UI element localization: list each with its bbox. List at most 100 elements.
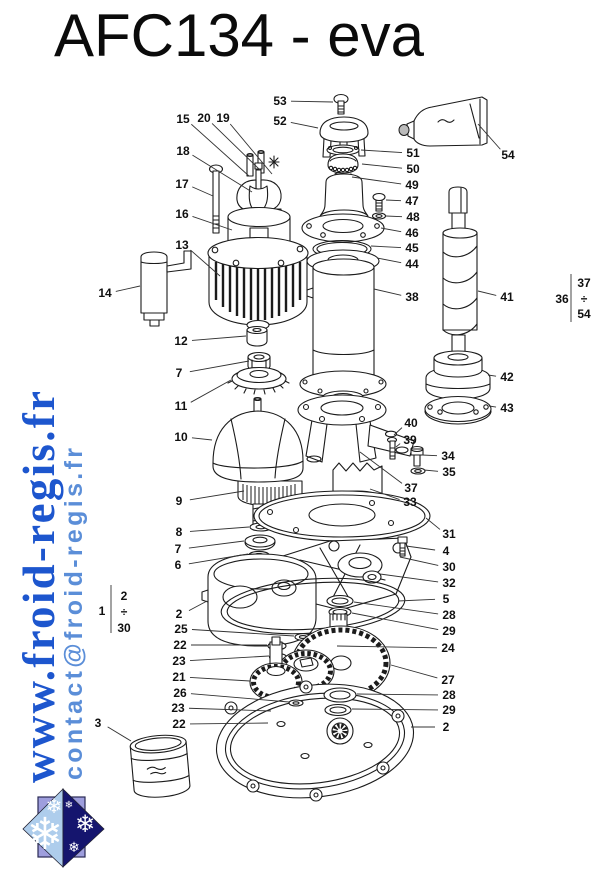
leader-line [421, 454, 438, 457]
leader-line [190, 693, 290, 703]
part-number-label: 9 [176, 494, 183, 508]
snowflake-icon: ❄ [75, 810, 95, 838]
leader-line [423, 469, 439, 472]
leader-line [488, 405, 497, 408]
leader-line [189, 722, 269, 725]
part-number-label: 7 [176, 366, 183, 380]
snowflake-icon: ❄ [46, 794, 63, 818]
leader-line [211, 123, 261, 171]
leader-line [290, 100, 334, 103]
leader-line [192, 216, 233, 231]
watermark-email: contact@froid-regis.fr [60, 448, 88, 780]
part-number-label: 32 [442, 576, 456, 590]
leader-line [361, 163, 403, 169]
part-number-label: 40 [404, 416, 418, 430]
part-number-label: 11 [175, 399, 188, 413]
finned-stator [207, 236, 309, 336]
fan-gear [227, 366, 290, 395]
bearing-housing [425, 350, 491, 400]
part-number-label: 26 [173, 686, 187, 700]
part-number-label: 29 [442, 624, 456, 638]
leader-line [477, 123, 501, 150]
leader-line [360, 149, 403, 153]
grease-tube [398, 96, 488, 147]
bracket-range-label: ÷ [581, 292, 588, 306]
part-number-label: 22 [173, 638, 187, 652]
part-number-label: 15 [176, 112, 190, 126]
part-number-label: 6 [175, 558, 182, 572]
leader-line [189, 490, 245, 501]
leader-line [385, 215, 403, 218]
leader-line [189, 360, 250, 373]
leader-line [380, 227, 402, 233]
part-number-label: 27 [441, 673, 455, 687]
leader-line [191, 335, 247, 341]
froid-regis-logo: ❄ ❄ ❄ ❄ ❄ [22, 788, 105, 868]
leader-line [393, 427, 403, 436]
leader-line [192, 186, 214, 197]
spacer [246, 325, 268, 347]
bracket-range-label: 54 [577, 307, 591, 321]
leader-line [379, 573, 439, 583]
part-number-label: 54 [501, 148, 515, 162]
part-number-label: 19 [216, 111, 230, 125]
part-number-label: 49 [405, 178, 419, 192]
part-number-label: 18 [176, 144, 190, 158]
leader-line [188, 600, 208, 612]
leader-line [188, 553, 249, 565]
leader-line [376, 257, 402, 264]
long-bolt [208, 164, 224, 234]
part-number-label: 52 [273, 114, 287, 128]
flange-plate [301, 213, 385, 243]
part-number-label: 48 [406, 210, 420, 224]
capacitor [140, 250, 192, 327]
part-number-label: 43 [500, 401, 514, 415]
leader-line [385, 199, 402, 202]
leader-line [191, 629, 295, 637]
leader-line [189, 526, 250, 532]
part-number-label: 37 [404, 481, 418, 495]
leader-line [191, 123, 250, 177]
leader-line [405, 545, 436, 551]
leader-line [370, 245, 402, 249]
bolt-and-washer [371, 192, 387, 220]
bottom-cover [215, 680, 415, 802]
bracket-range-label: ÷ [121, 605, 128, 619]
part-number-label: 31 [442, 527, 456, 541]
snowflake-icon: ❄ [27, 809, 64, 860]
hex-bolt [410, 445, 426, 475]
part-number-label: 5 [443, 592, 450, 606]
part-number-label: 41 [500, 290, 514, 304]
leader-line [425, 517, 441, 530]
leader-line [190, 379, 232, 403]
bracket-range-label: 2 [121, 589, 128, 603]
snowflake-icon: ❄ [65, 800, 73, 811]
leader-line [395, 443, 401, 448]
bracket-group-label: 36 [555, 292, 569, 306]
leader-line [399, 556, 439, 566]
part-number-label: 13 [175, 238, 189, 252]
part-number-label: 28 [442, 608, 456, 622]
part-number-label: 12 [174, 334, 188, 348]
small-gear [249, 636, 303, 702]
bearing-cage [327, 153, 359, 174]
bracket-range-label: 37 [577, 276, 591, 290]
part-number-label: 14 [98, 286, 112, 300]
part-number-label: 3 [95, 716, 102, 730]
part-number-label: 28 [442, 688, 456, 702]
part-number-label: 20 [197, 111, 211, 125]
rotor-bell [212, 396, 304, 483]
screw [333, 93, 349, 115]
leader-line [336, 645, 438, 649]
part-number-label: 50 [406, 162, 420, 176]
part-number-label: 51 [406, 146, 420, 160]
part-number-label: 47 [405, 194, 419, 208]
leader-line [477, 290, 497, 296]
leader-line [351, 708, 439, 711]
part-number-label: 44 [405, 257, 419, 271]
leader-line [190, 249, 221, 277]
leader-line [390, 664, 438, 679]
cover-bolt [397, 536, 408, 557]
logo-right-triangle [62, 788, 105, 868]
